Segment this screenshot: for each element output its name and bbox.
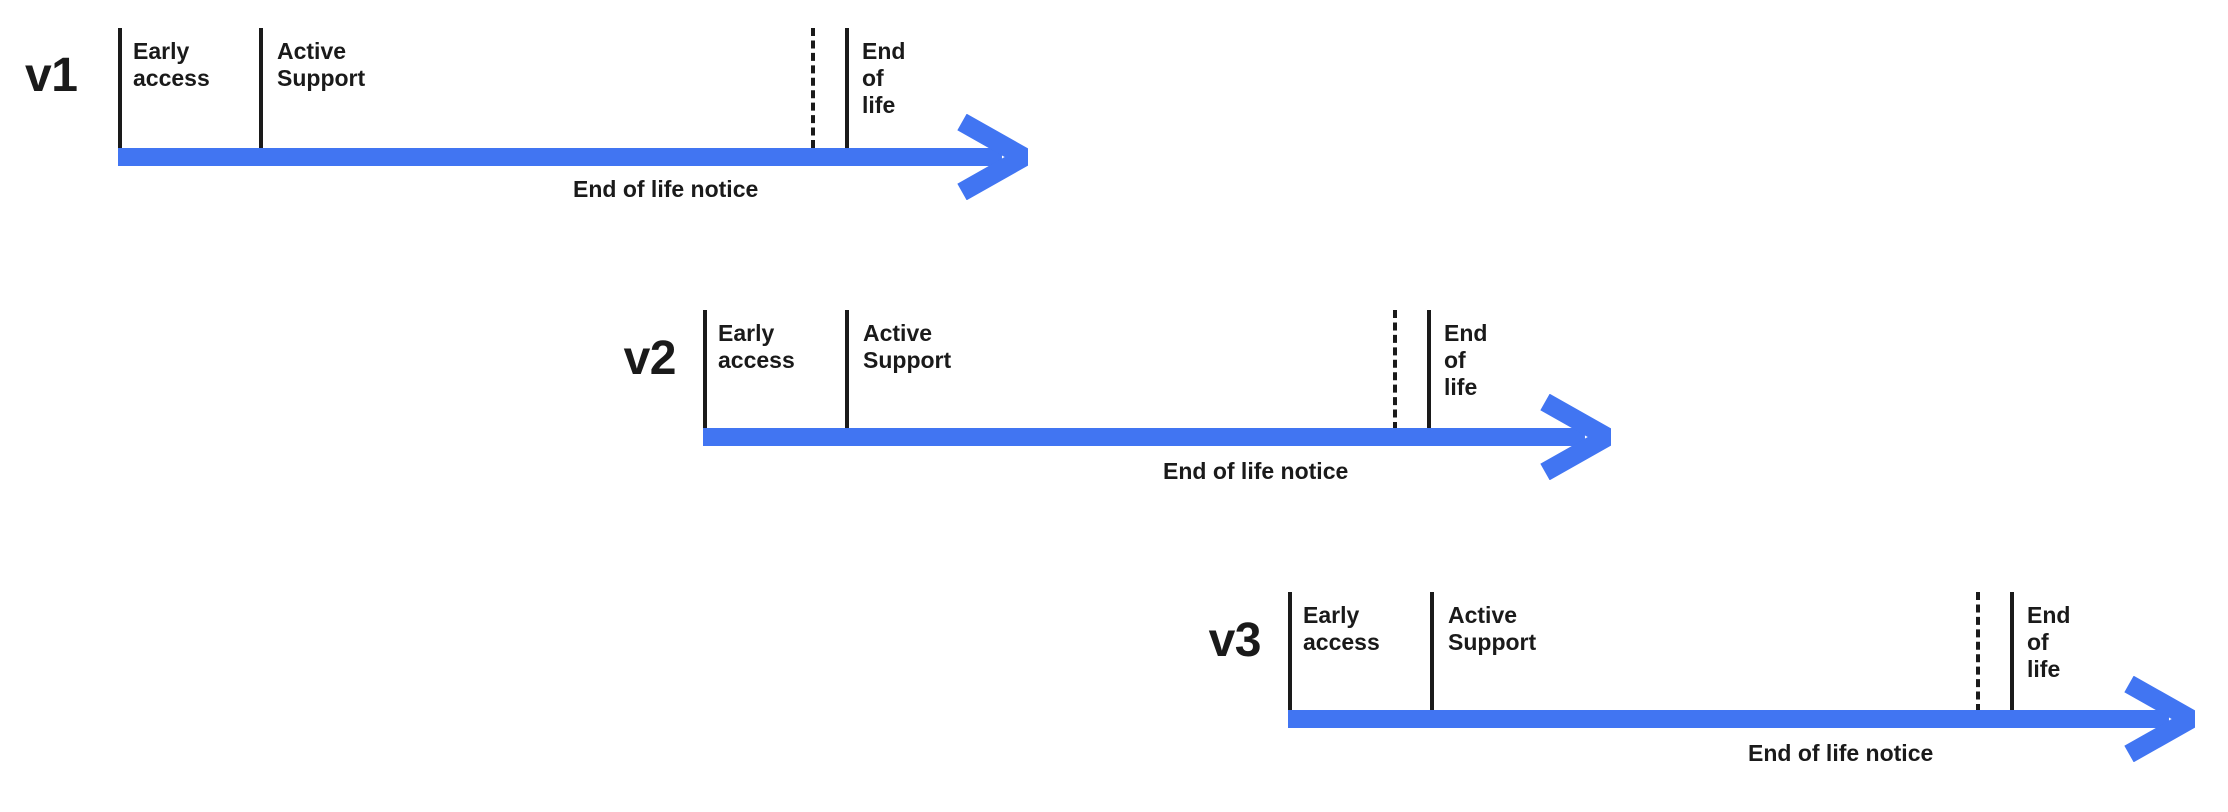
phase-label-v1-2: End of life [862,38,906,118]
timeline-arrow-head [957,114,1028,200]
phase-label-v2-0: Early access [718,320,795,373]
eol-notice-label-v3: End of life notice [1748,740,1934,766]
version-label-v3: v3 [1208,614,1262,667]
eol-notice-boundary-tick-v1-2 [811,28,815,148]
timeline-arrow-v3 [1288,676,2195,762]
timeline-arrow-head [2124,676,2195,762]
eol-notice-label-v1: End of life notice [573,176,759,202]
phase-label-v3-1: Active Support [1448,602,1537,655]
timeline-bar-shaft [703,428,1585,446]
phase-boundary-tick-v1-0 [118,28,122,148]
timeline-bar-shaft [1288,710,2169,728]
phase-boundary-tick-v3-1 [1430,592,1434,712]
version-label-v2: v2 [623,332,677,385]
eol-notice-label-v2: End of life notice [1163,458,1349,484]
phase-label-v2-1: Active Support [863,320,952,373]
phase-boundary-tick-v2-1 [845,310,849,430]
phase-label-v2-2: End of life [1444,320,1488,400]
phase-boundary-tick-v3-0 [1288,592,1292,712]
timeline-bar-shaft [118,148,1002,166]
timeline-arrow-head [1540,394,1611,480]
phase-boundary-tick-v3-3 [2010,592,2014,712]
phase-label-v3-0: Early access [1303,602,1380,655]
phase-boundary-tick-v2-0 [703,310,707,430]
eol-notice-boundary-tick-v2-2 [1393,310,1397,430]
eol-notice-boundary-tick-v3-2 [1976,592,1980,712]
timeline-arrow-v2 [703,394,1611,480]
timeline-arrow-v1 [118,114,1028,200]
phase-boundary-tick-v2-3 [1427,310,1431,430]
version-label-v1: v1 [25,49,78,102]
phase-label-v1-0: Early access [133,38,210,91]
phase-boundary-tick-v1-1 [259,28,263,148]
phase-label-v1-1: Active Support [277,38,366,91]
phase-boundary-tick-v1-3 [845,28,849,148]
phase-label-v3-2: End of life [2027,602,2071,682]
